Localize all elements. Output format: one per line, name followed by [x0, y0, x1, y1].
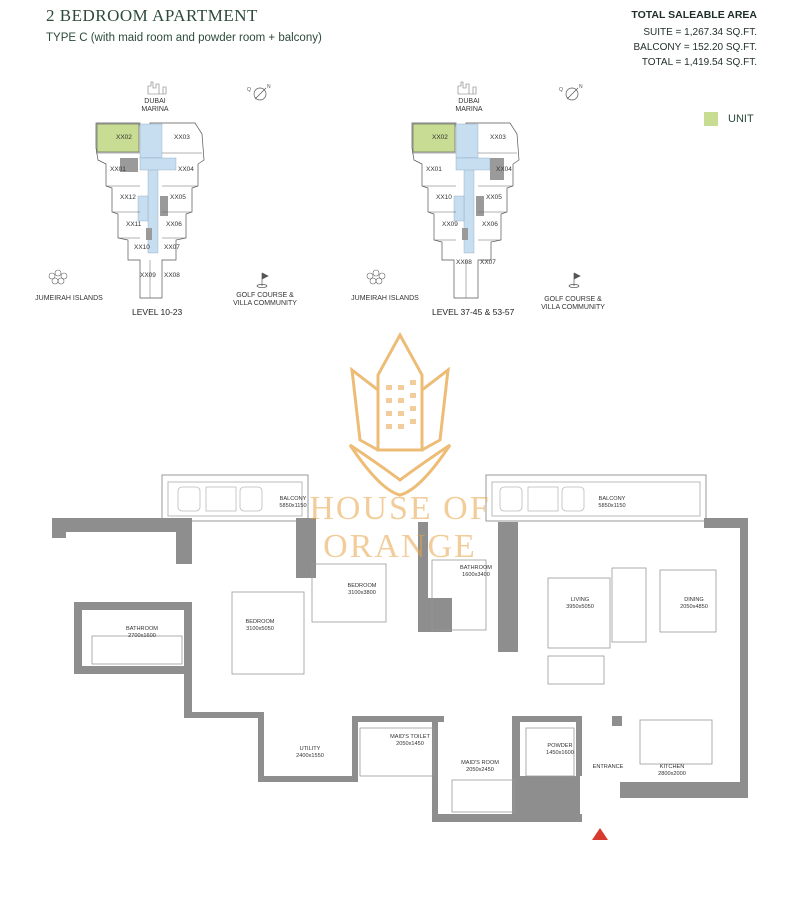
- landmark-top: DUBAI MARINA: [141, 98, 169, 113]
- area-title: TOTAL SALEABLE AREA: [631, 9, 757, 21]
- landmark-right-line1: GOLF COURSE &: [544, 296, 602, 303]
- unit-label: XX03: [490, 134, 506, 141]
- unit-label: XX01: [110, 166, 126, 173]
- svg-text:Q: Q: [559, 87, 563, 93]
- unit-label: XX06: [482, 221, 498, 228]
- unit-label: XX06: [166, 221, 182, 228]
- core-grey: [462, 158, 504, 240]
- svg-text:Q: Q: [247, 87, 251, 93]
- saleable-area-block: TOTAL SALEABLE AREA SUITE = 1,267.34 SQ.…: [631, 8, 757, 70]
- page-title: 2 BEDROOM APARTMENT: [46, 6, 258, 25]
- landmark-top: DUBAI MARINA: [455, 98, 483, 113]
- highlighted-unit: [412, 123, 456, 153]
- unit-label: XX02: [116, 134, 132, 141]
- unit-label: XX09: [442, 221, 458, 228]
- compass-icon: [565, 87, 579, 101]
- landmark-left: JUMEIRAH ISLANDS: [35, 295, 103, 302]
- furniture: [91, 559, 717, 813]
- watermark-line2: ORANGE: [323, 528, 477, 565]
- unit-label: XX08: [164, 272, 180, 279]
- unit-dividers: [96, 152, 202, 298]
- balcony-left-area: [161, 474, 309, 522]
- core-zone: [453, 123, 491, 254]
- legend-swatch: [704, 112, 718, 126]
- key-plan-1-drawing: Q N: [48, 81, 271, 299]
- key-plan-1: Q N: [35, 78, 300, 328]
- svg-text:N: N: [579, 84, 583, 90]
- balcony-right-area: [485, 474, 707, 522]
- golf-flag-icon: [568, 272, 581, 288]
- page-subtitle: TYPE C (with maid room and powder room +…: [46, 32, 322, 44]
- area-suite: SUITE = 1,267.34 SQ.FT.: [643, 27, 757, 38]
- skyline-icon: [147, 81, 167, 95]
- key-plan-2-drawing: Q N: [366, 81, 583, 299]
- watermark-logo: [340, 330, 460, 500]
- unit-label: XX05: [486, 194, 502, 201]
- watermark-line1: HOUSE OF: [309, 490, 491, 527]
- core-zone: [137, 123, 177, 254]
- unit-label: XX03: [174, 134, 190, 141]
- watermark-text: HOUSE OF ORANGE: [300, 490, 500, 566]
- unit-label: XX07: [164, 244, 180, 251]
- unit-label: XX11: [126, 221, 142, 228]
- key-plan-2: Q N: [350, 78, 610, 328]
- entrance-label: ENTRANCE: [592, 764, 624, 770]
- unit-label: XX05: [170, 194, 186, 201]
- level-label: LEVEL 37-45 & 53-57: [432, 307, 515, 317]
- highlighted-unit: [96, 123, 140, 153]
- entrance-marker-icon: [592, 828, 608, 840]
- unit-label: XX07: [480, 259, 496, 266]
- unit-label: XX10: [436, 194, 452, 201]
- legend-label: UNIT: [728, 113, 754, 125]
- skyline-icon: [457, 81, 477, 95]
- area-balcony: BALCONY = 152.20 SQ.FT.: [633, 42, 758, 53]
- landmark-right-line1: GOLF COURSE &: [236, 292, 294, 299]
- unit-label: XX04: [178, 166, 194, 173]
- area-total: TOTAL = 1,419.54 SQ.FT.: [641, 57, 757, 68]
- unit-legend: UNIT: [704, 112, 754, 126]
- landmark-right-line2: VILLA COMMUNITY: [541, 304, 605, 311]
- trees-icon: [366, 269, 386, 285]
- unit-dividers: [412, 152, 517, 298]
- lotus-logo-icon: [348, 331, 452, 497]
- floor-plan: [52, 474, 748, 840]
- balcony-furniture: [177, 486, 585, 512]
- level-label: LEVEL 10-23: [132, 307, 183, 317]
- golf-flag-icon: [256, 272, 269, 288]
- unit-label: XX12: [120, 194, 136, 201]
- unit-label: XX02: [432, 134, 448, 141]
- core-grey: [120, 158, 168, 240]
- trees-icon: [48, 269, 68, 285]
- svg-text:N: N: [267, 84, 271, 90]
- compass-icon: [253, 87, 267, 101]
- unit-label: XX08: [456, 259, 472, 266]
- unit-label: XX04: [496, 166, 512, 173]
- unit-label: XX09: [140, 272, 156, 279]
- unit-label: XX01: [426, 166, 442, 173]
- unit-label: XX10: [134, 244, 150, 251]
- landmark-left: JUMEIRAH ISLANDS: [351, 295, 419, 302]
- landmark-right-line2: VILLA COMMUNITY: [233, 300, 297, 307]
